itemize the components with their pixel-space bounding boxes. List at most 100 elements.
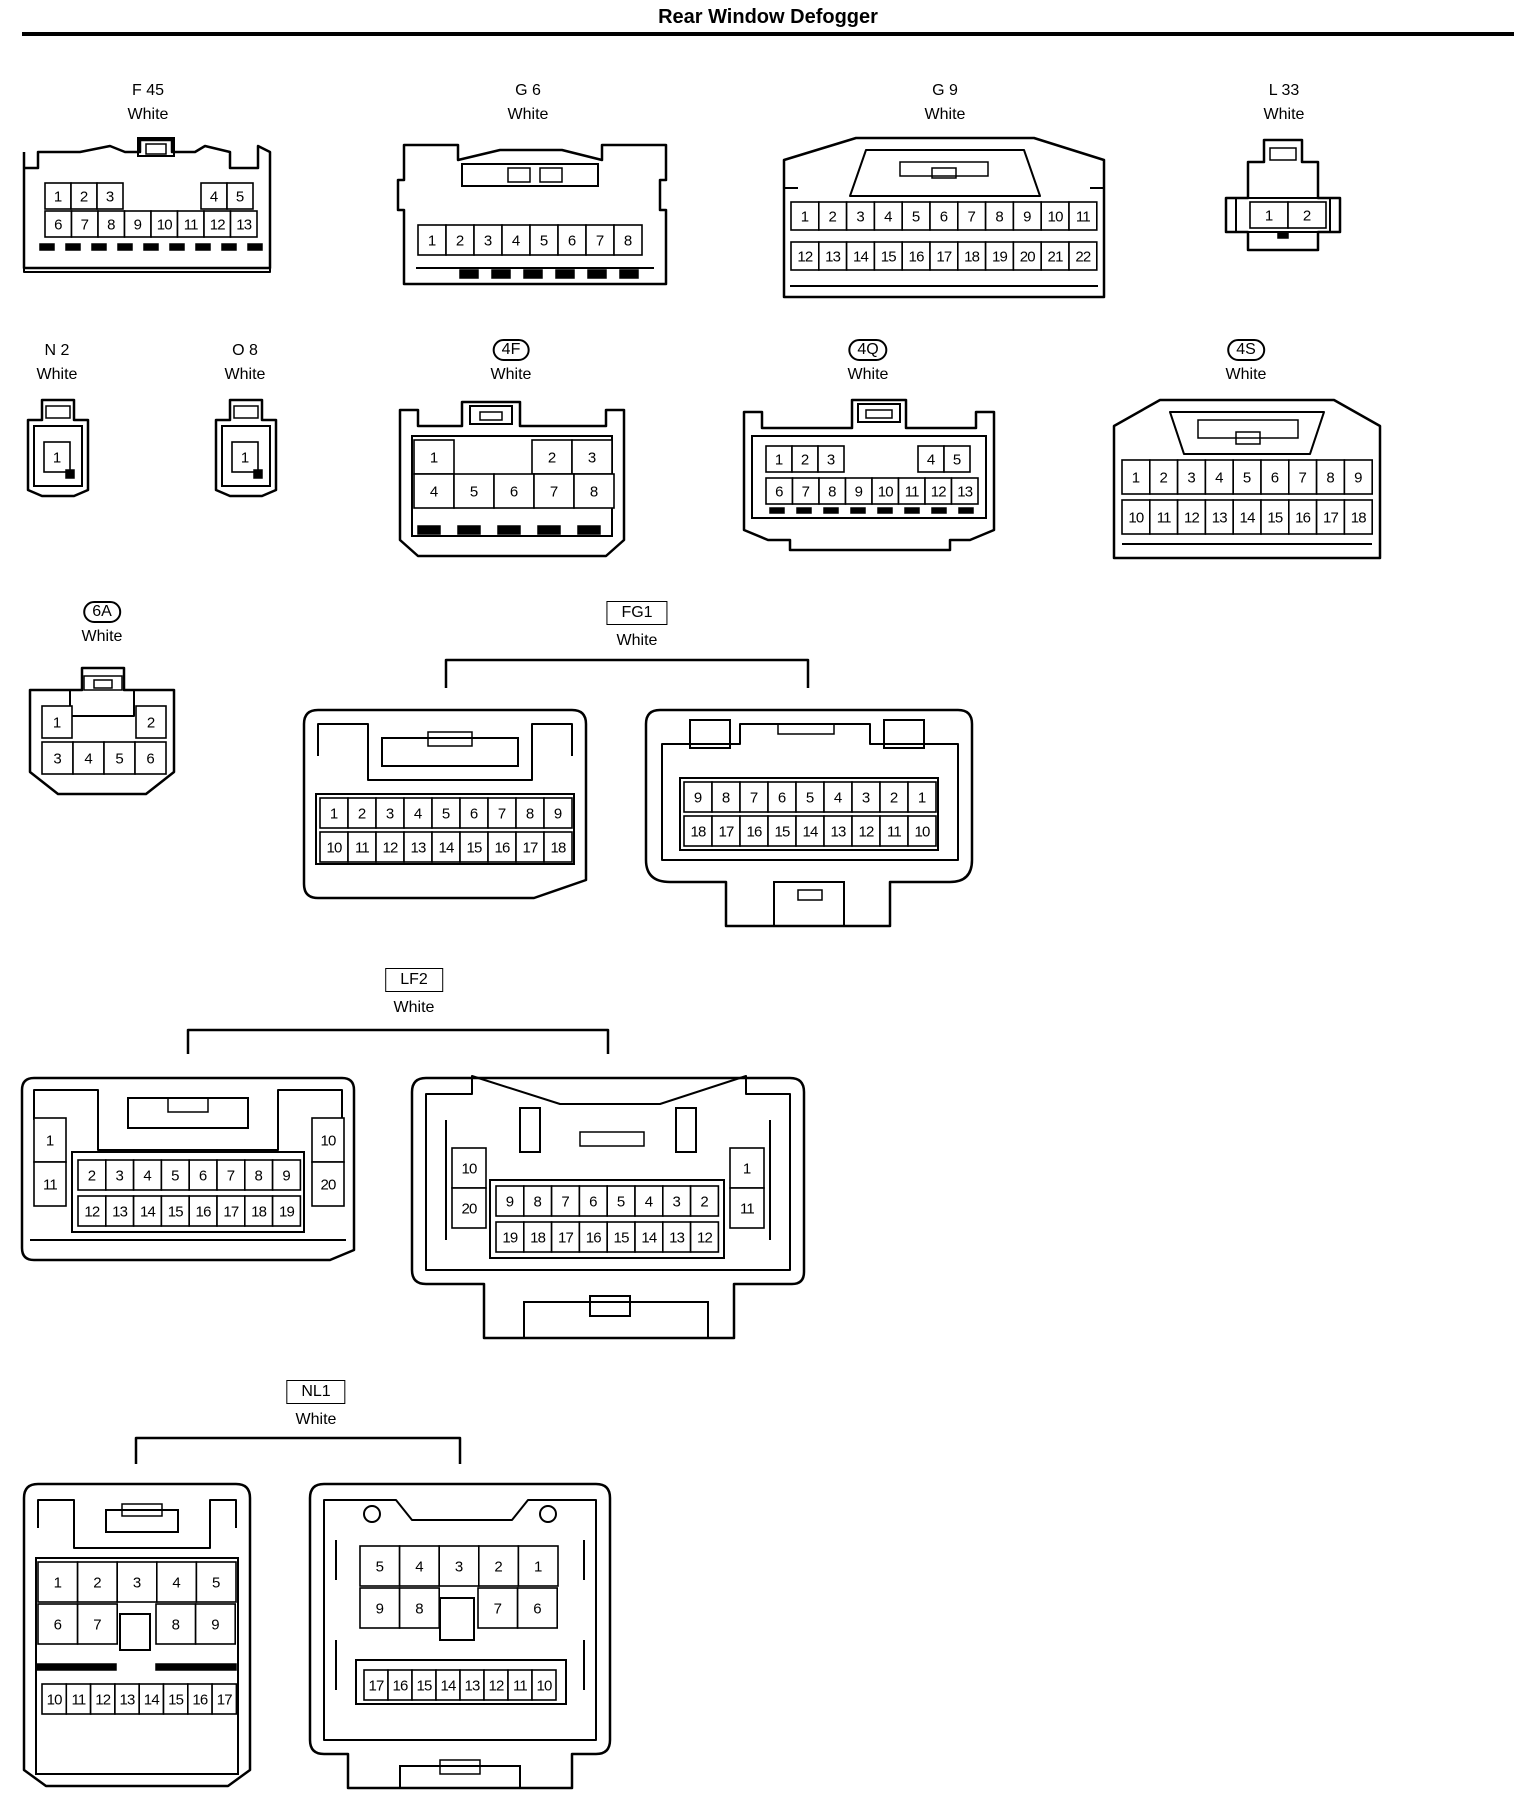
- pin-label: 7: [596, 233, 604, 250]
- shell-outline: [37, 1499, 237, 1549]
- connector-color-O8: White: [224, 366, 266, 383]
- pin-cell: [634, 1185, 664, 1217]
- shell-line: [169, 243, 185, 251]
- pin-label: 17: [936, 249, 952, 266]
- pin-label: 13: [825, 249, 841, 266]
- connector-code-O8: O 8: [232, 342, 258, 359]
- shell-line: [883, 719, 925, 749]
- pin-label: 6: [533, 1601, 541, 1618]
- pin-label: 8: [526, 806, 534, 823]
- shell-line: [589, 1295, 631, 1317]
- pin-label: 13: [120, 1692, 136, 1709]
- pin-cell: [711, 781, 741, 813]
- pin-label: 7: [968, 209, 976, 226]
- shell-line: [777, 723, 835, 735]
- connector-code-4S: 4S: [1227, 339, 1265, 361]
- pin-label: 12: [488, 1678, 504, 1695]
- pin-label: 10: [461, 1161, 477, 1178]
- pin-label: 2: [494, 1559, 502, 1576]
- pin-label: 15: [416, 1678, 432, 1695]
- pin-label: 4: [645, 1194, 653, 1211]
- shell-line: [479, 411, 503, 421]
- connector-code-LF2: LF2: [385, 968, 443, 992]
- pin-label: 4: [834, 790, 842, 807]
- shell-line: [931, 167, 957, 179]
- pin-label: 19: [279, 1204, 295, 1221]
- shell-line: [555, 269, 575, 279]
- pin-label: 16: [494, 840, 510, 857]
- pin-cell: [77, 1195, 107, 1227]
- shell-line: [417, 525, 441, 535]
- pin-label: 2: [80, 189, 88, 206]
- pin-label: 3: [106, 189, 114, 206]
- pin-cell: [132, 1195, 163, 1227]
- pin-cell: [873, 241, 904, 271]
- pin-label: 1: [801, 209, 809, 226]
- pin-cell: [739, 815, 769, 847]
- pin-cell: [76, 1603, 118, 1645]
- pin-label: 4: [172, 1575, 180, 1592]
- pin-label: 8: [828, 484, 836, 501]
- shell-line: [121, 1503, 163, 1517]
- pin-label: 11: [905, 484, 919, 501]
- pin-cell: [76, 1561, 118, 1603]
- pin-label: 9: [506, 1194, 514, 1211]
- shell-outline: [69, 690, 135, 717]
- pin-label: 3: [455, 1559, 463, 1576]
- pin-cell: [200, 182, 228, 210]
- pin-cell: [1149, 499, 1179, 535]
- shell-line: [489, 1179, 725, 1259]
- pin-label: 5: [236, 189, 244, 206]
- pin-cell: [487, 831, 517, 863]
- pin-label: 2: [1303, 208, 1311, 225]
- shell-line: [459, 269, 479, 279]
- pin-label: 2: [88, 1168, 96, 1185]
- pin-label: 4: [143, 1168, 151, 1185]
- connector-code-FG1: FG1: [606, 601, 668, 625]
- pin-cell: [77, 1159, 107, 1191]
- pin-cell: [451, 1187, 487, 1229]
- pin-cell: [495, 1221, 525, 1253]
- pin-label: 2: [147, 715, 155, 732]
- pin-cell: [929, 201, 959, 231]
- shell-line: [93, 679, 113, 689]
- shell-outline: [849, 149, 1041, 197]
- connector-code-NL1: NL1: [286, 1380, 346, 1404]
- bracket-line: [186, 1028, 610, 1054]
- shell-outline: [302, 708, 588, 900]
- pin-cell: [907, 781, 937, 813]
- bracket-line: [444, 658, 810, 688]
- shell-outline: [22, 138, 272, 270]
- pin-cell: [431, 831, 461, 863]
- pin-label: 7: [802, 484, 810, 501]
- connector-color-4F: White: [490, 366, 532, 383]
- pin-label: 6: [470, 806, 478, 823]
- pin-label: 14: [802, 824, 818, 841]
- shell-line: [65, 469, 75, 479]
- shell-line: [155, 1663, 237, 1671]
- pin-label: 6: [568, 233, 576, 250]
- pin-cell: [347, 831, 377, 863]
- pin-cell: [459, 1669, 485, 1701]
- pin-label: 15: [881, 249, 897, 266]
- shell-line: [796, 507, 812, 514]
- shell-line: [71, 1151, 305, 1233]
- pin-cell: [477, 1545, 520, 1587]
- pin-cell: [516, 1587, 558, 1629]
- pin-cell: [194, 1603, 237, 1645]
- pin-cell: [1249, 201, 1289, 229]
- connector-color-4S: White: [1225, 366, 1267, 383]
- pin-label: 3: [673, 1194, 681, 1211]
- pin-cell: [871, 477, 900, 505]
- pin-label: 3: [53, 751, 61, 768]
- pin-label: 5: [115, 751, 123, 768]
- pin-label: 9: [554, 806, 562, 823]
- shell-line: [33, 425, 83, 487]
- shell-line: [83, 675, 123, 691]
- pin-label: 1: [53, 715, 61, 732]
- connector-color-F45: White: [127, 106, 169, 123]
- pin-label: 5: [212, 1575, 220, 1592]
- pin-label: 12: [697, 1230, 713, 1247]
